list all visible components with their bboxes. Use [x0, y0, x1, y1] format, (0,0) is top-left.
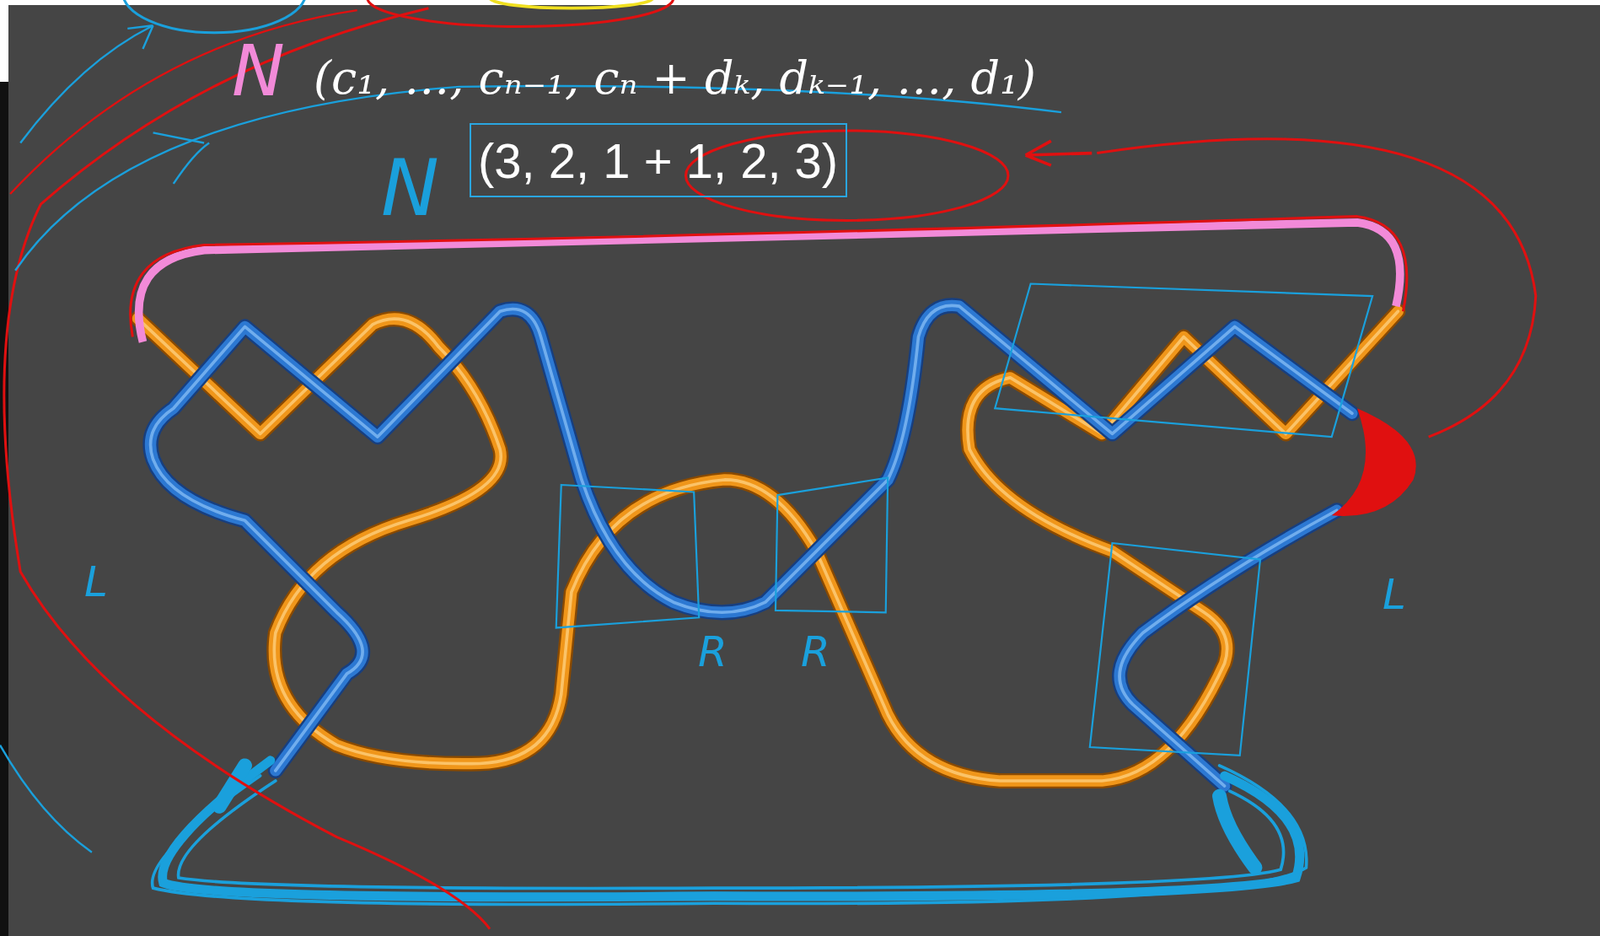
closure-arc: [139, 222, 1401, 343]
closure-arc: [130, 216, 1407, 338]
handwritten-n: N: [381, 150, 440, 228]
crossing-box: [775, 477, 888, 613]
handwritten-l: L: [1382, 573, 1407, 616]
general-formula: (c₁, …, cₙ₋₁, cₙ + dₖ, dₖ₋₁, …, d₁): [313, 55, 1037, 102]
crossing-box: [1089, 542, 1261, 756]
crossing-box: [994, 284, 1373, 438]
annotation-scribble: [1331, 408, 1417, 516]
annotation-arrow: [20, 25, 153, 143]
handwritten-n: N: [231, 35, 285, 107]
slide-ground: [8, 5, 1600, 936]
annotation-curve: [153, 132, 210, 184]
slide-edge: [0, 81, 9, 936]
annotation-curve: [0, 745, 92, 853]
numeric-formula: (3, 2, 1 + 1, 2, 3): [477, 136, 839, 186]
annotation-curve: [15, 85, 1062, 271]
annotation-curve: [10, 10, 358, 194]
blue-strand: [150, 305, 1353, 786]
annotation-arrow: [1025, 140, 1093, 166]
annotation-ellipse: [367, 0, 674, 27]
handwritten-r: R: [697, 630, 728, 673]
annotation-curve: [4, 8, 490, 929]
handwritten-l: L: [84, 560, 108, 603]
annotation-ellipse: [489, 0, 654, 9]
handwritten-r: R: [800, 630, 831, 673]
boxed-formula: (3, 2, 1 + 1, 2, 3): [469, 123, 848, 198]
crossing-box: [556, 484, 699, 628]
